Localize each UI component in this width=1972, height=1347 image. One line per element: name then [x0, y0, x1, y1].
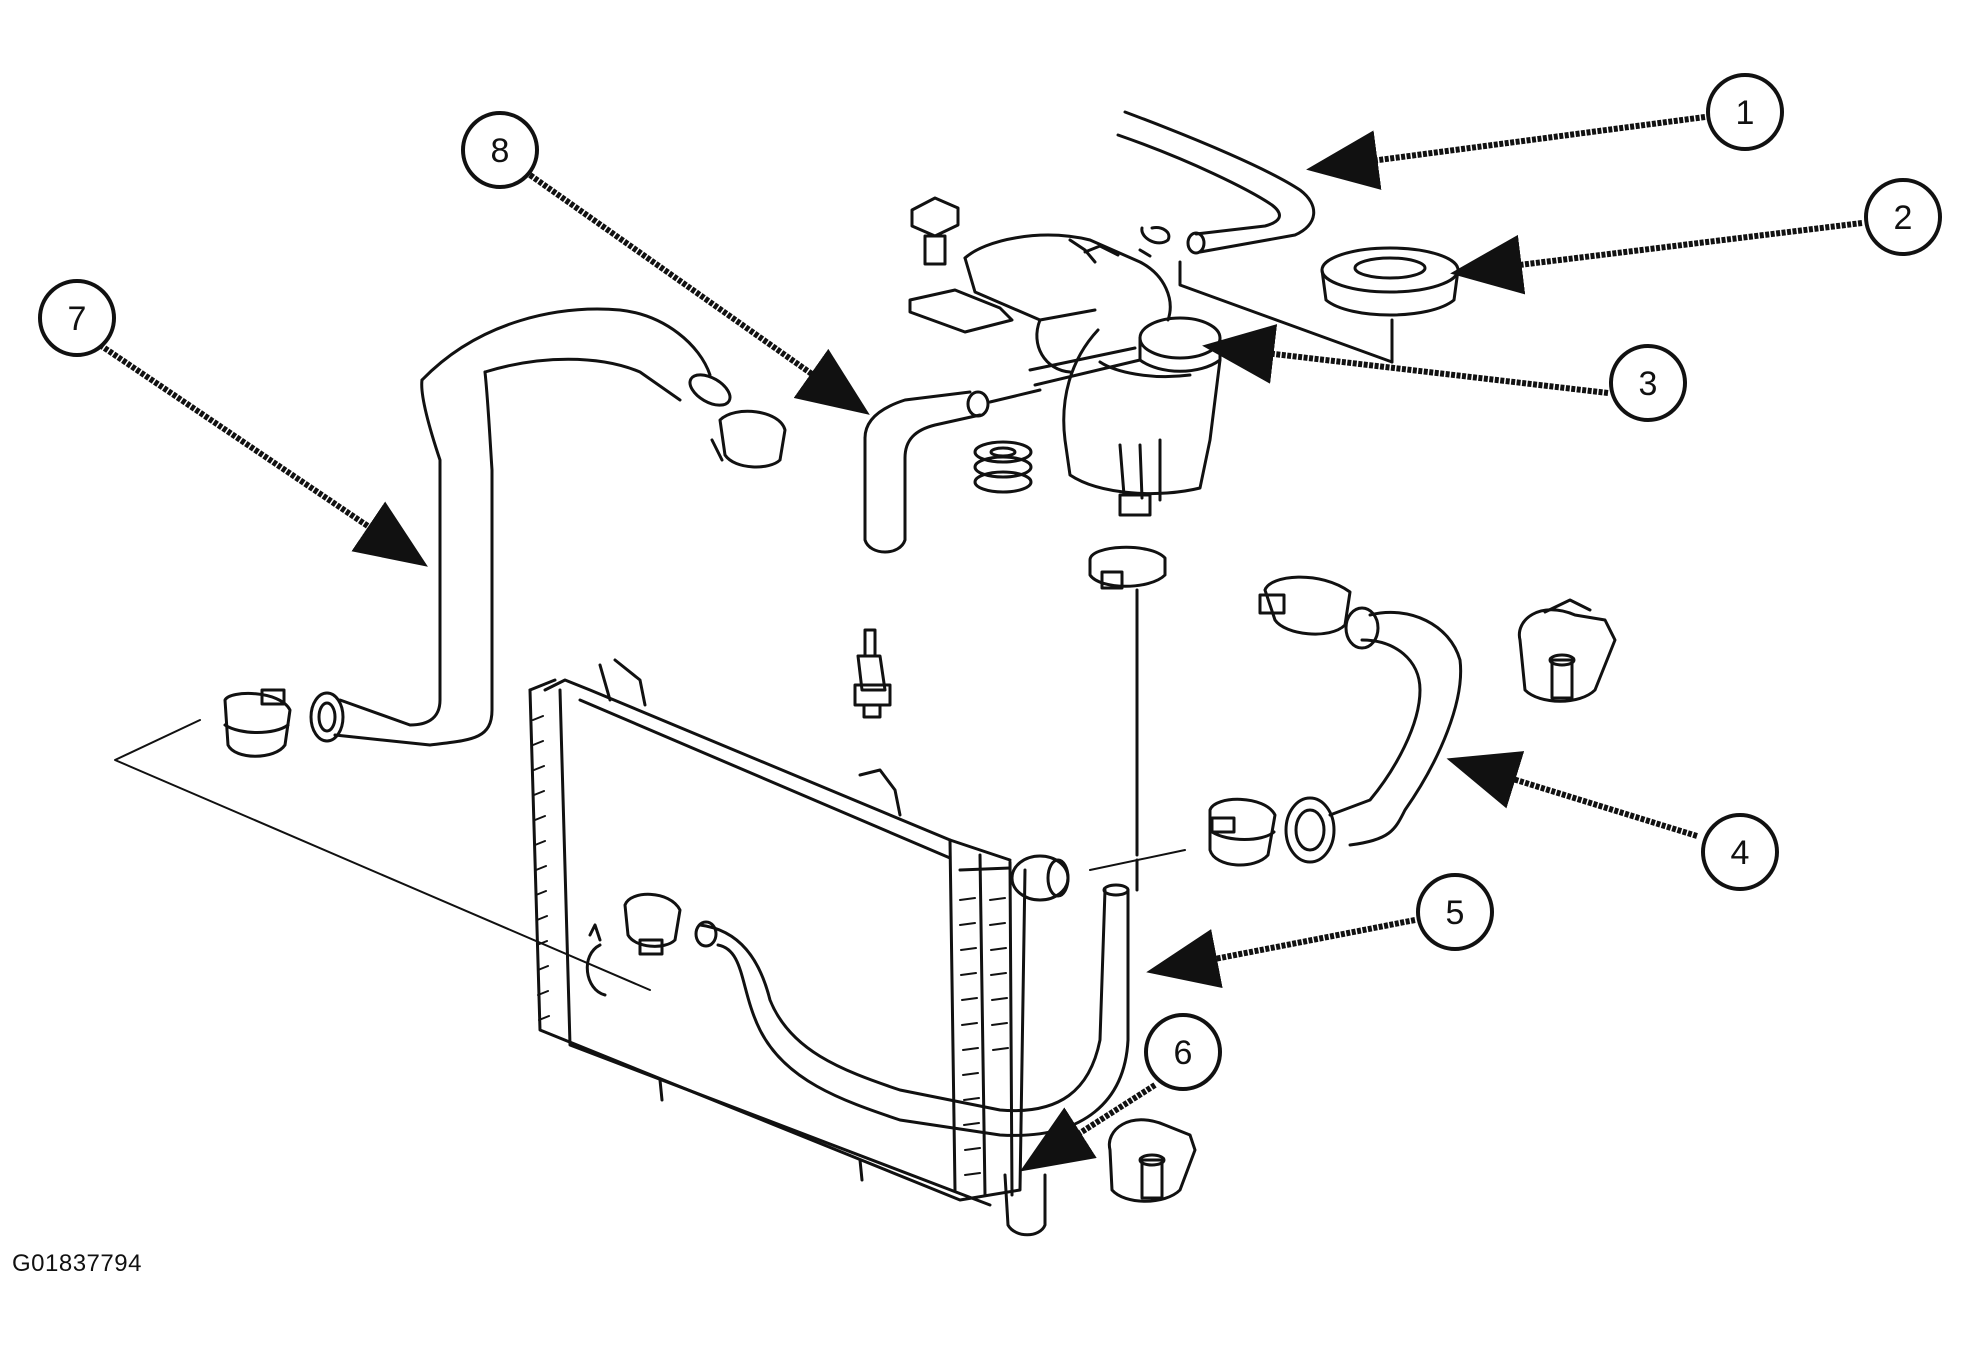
callout-label-1: 1 — [1736, 94, 1755, 132]
figure-id: G01837794 — [12, 1250, 142, 1277]
radiator-clamp — [623, 892, 682, 956]
lower-tank-clamp — [1088, 545, 1167, 892]
radiator-fins — [532, 715, 1009, 1176]
mounting-bolt — [910, 196, 960, 266]
radiator — [528, 658, 1070, 1237]
expansion-tank — [908, 233, 1222, 517]
upper-hose-clamps — [223, 409, 787, 758]
callout-label-4: 4 — [1731, 834, 1750, 872]
callout-2: 2 — [1864, 178, 1942, 256]
callout-label-3: 3 — [1639, 365, 1658, 403]
callout-arrow-5 — [1146, 917, 1416, 988]
callout-label-8: 8 — [491, 132, 510, 170]
assembly-leader-lines — [114, 719, 1186, 991]
callout-arrow-3 — [1202, 324, 1609, 396]
callout-4: 4 — [1701, 813, 1779, 891]
callout-label-6: 6 — [1174, 1034, 1193, 1072]
tank-to-engine-hose — [863, 388, 1042, 554]
callout-6: 6 — [1144, 1013, 1222, 1091]
callout-1: 1 — [1706, 73, 1784, 151]
callout-arrow-6 — [1019, 1082, 1157, 1172]
bypass-hose — [694, 883, 1130, 1137]
callout-arrow-4 — [1446, 751, 1698, 839]
callout-label-5: 5 — [1446, 894, 1465, 932]
grommet — [973, 440, 1033, 494]
radiator-mounts — [1107, 598, 1617, 1203]
lower-radiator-hose — [1284, 606, 1463, 864]
lower-hose-clamps — [1208, 575, 1352, 867]
callout-label-7: 7 — [68, 300, 87, 338]
tank-cap — [1178, 246, 1460, 364]
callout-7: 7 — [38, 279, 116, 357]
callout-8: 8 — [461, 111, 539, 189]
callout-5: 5 — [1416, 873, 1494, 951]
vent-hose — [1116, 110, 1316, 255]
upper-radiator-hose — [309, 307, 732, 747]
callout-arrow-1 — [1306, 114, 1706, 190]
callout-arrow-2 — [1450, 220, 1863, 295]
temperature-sensor — [853, 628, 892, 719]
callout-3: 3 — [1609, 344, 1687, 422]
callout-arrow-8 — [528, 172, 870, 415]
tank-clip — [1138, 226, 1171, 258]
callout-arrow-7 — [98, 342, 428, 567]
callout-label-2: 2 — [1894, 199, 1913, 237]
